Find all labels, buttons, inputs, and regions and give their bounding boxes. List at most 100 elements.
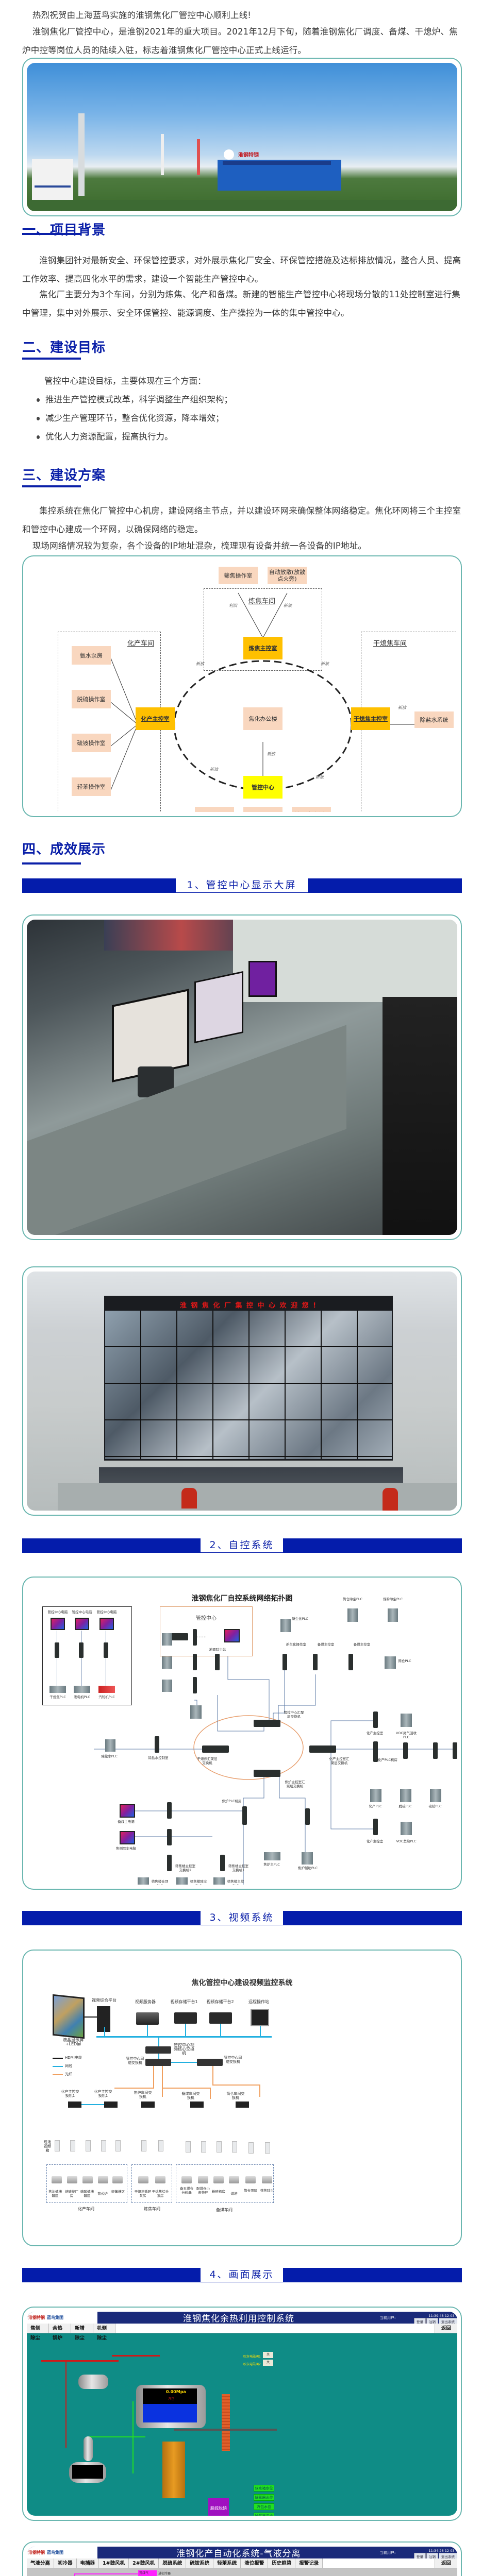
logo-bluebird: 蓝鸟集团 <box>47 2315 63 2320</box>
node-ammonia-pump: 氨水泵房 <box>72 646 111 665</box>
intro-greeting: 热烈祝贺由上海蓝鸟实施的淮钢焦化厂管控中心顺利上线! <box>32 10 252 20</box>
intro-paragraph: 淮钢焦化厂管控中心，是淮钢2021年的重大项目。2021年12月下旬，随着淮钢焦… <box>22 27 458 55</box>
topology-diagram-frame: 淮钢焦化厂自控系统网络拓扑图 管控中心电脑 管控中心电脑 管控中心电脑 干熄焦P… <box>22 1577 462 1890</box>
goal-item: 推进生产管控模式改革，科学调整生产组织架构； <box>36 391 462 409</box>
hmi-tab[interactable]: 机侧除尘 <box>93 2324 115 2341</box>
video-title: 焦化管控中心建设视频监控系统 <box>191 1979 293 1987</box>
factory-panorama-photo: 淮钢特钢 <box>27 63 457 211</box>
hmi-tab[interactable]: 余热锅炉 <box>49 2324 71 2341</box>
section-3-underline <box>22 485 81 487</box>
hmi-gas-liquid-screen: 淮钢特钢 蓝鸟集团 淮钢化产自动化系统-气液分离 当前用户: 11:34:26 … <box>27 2547 457 2576</box>
legend-fiber: 光纤 <box>65 2072 72 2076</box>
hmi-tab[interactable]: 焦侧除尘 <box>27 2324 49 2341</box>
logo-huaigang: 淮钢特钢 <box>28 2315 45 2320</box>
hmi-auth-buttons: 登录 注销 退出系统 <box>414 2318 457 2325</box>
banner-label: 2、自控系统 <box>201 1538 283 1552</box>
hmi-tab[interactable]: 报警记录 <box>295 2558 323 2568</box>
banner-screen-display: 4、画面展示 <box>22 2268 462 2282</box>
section-4-title: 四、成效展示 <box>22 842 106 857</box>
hmi-tab[interactable]: 轻苯系统 <box>213 2558 241 2568</box>
hmi-tab[interactable]: 脱硫系统 <box>159 2558 187 2568</box>
banner-label: 4、画面展示 <box>201 2268 283 2282</box>
hmi-user-label: 当前用户: <box>380 2550 396 2555</box>
status-drum-level[interactable]: 汽包水位 <box>254 2503 274 2510</box>
status-deaerator-level[interactable]: 除氧器水位 <box>254 2494 274 2501</box>
hmi-process-diagram: 0.00Mpa 汽包 脱硫脱硝 吹灰电磁阀1 吹灰电磁阀2 关 关 软水箱水位 … <box>27 2333 457 2516</box>
section-1-paragraph-1: 淮钢集团针对最新安全、环保管控要求，对外展示焦化厂安全、环保管控措施及达标排放情… <box>22 256 461 284</box>
topology-diagram: 淮钢焦化厂自控系统网络拓扑图 管控中心电脑 管控中心电脑 管控中心电脑 干熄焦P… <box>27 1582 457 1885</box>
ring-network-diagram: 炼焦车间 化产车间 干熄焦车间 筛焦操作室 自动放散(放散点火旁) 炼焦主控室 … <box>27 561 457 812</box>
ring-network-diagram-frame: 炼焦车间 化产车间 干熄焦车间 筛焦操作室 自动放散(放散点火旁) 炼焦主控室 … <box>22 555 462 817</box>
hmi-waste-heat-screen: 淮钢特钢 蓝鸟集团 淮钢焦化余热利用控制系统 当前用户: 11:39:48 12… <box>27 2312 457 2516</box>
hmi-tab[interactable]: 2#鼓风机 <box>129 2558 159 2568</box>
node-screen-room: 筛焦操作室 <box>219 567 258 584</box>
banner-video-system: 3、视频系统 <box>22 1911 462 1925</box>
hmi-tab[interactable]: 1#鼓风机 <box>99 2558 129 2568</box>
banner-label: 1、管控中心显示大屏 <box>176 878 308 892</box>
section-1-paragraph-2: 焦化厂主要分为3个车间，分别为炼焦、化产和备煤。新建的智能生产管控中心将现场分散… <box>22 290 460 318</box>
hmi-tab[interactable]: 历史趋势 <box>268 2558 296 2568</box>
factory-sign: 淮钢特钢 <box>238 152 259 158</box>
section-3-paragraph-2: 现场网络情况较为复杂，各个设备的IP地址混杂，梳理现有设备并统一各设备的IP地址… <box>32 541 367 551</box>
node-benzene: 轻苯操作室 <box>72 777 111 796</box>
link-label: 新放 <box>315 775 324 779</box>
status-deaerator-temp[interactable]: 除氧器温度 <box>254 2513 274 2516</box>
hmi-process-diagram: 荒煤气 气液分离器 荒煤气 进初冷器 检修信号 气体探测器 循环氨水泵A 循环氨… <box>27 2568 457 2576</box>
node-desulf: 脱硫操作室 <box>72 690 111 708</box>
banner-label: 3、视频系统 <box>201 1911 283 1925</box>
hmi-auth-buttons: 登录 注销 退出系统 <box>414 2553 457 2560</box>
section-2-underline <box>22 358 81 360</box>
node-auto-release: 自动放散(放散点火旁) <box>268 567 307 584</box>
group-label-cdq: 干熄焦车间 <box>373 640 407 648</box>
link-label: 新放 <box>196 662 204 666</box>
hmi-tab[interactable]: 新增除尘 <box>71 2324 93 2341</box>
section-4-underline <box>22 862 81 865</box>
topology-left-panel <box>42 1606 132 1705</box>
section-2-title: 二、建设目标 <box>22 340 106 355</box>
logout-button[interactable]: 注销 <box>426 2553 438 2560</box>
node-ground-dust: 地面站除尘操作室 <box>292 807 331 812</box>
section-3-paragraph-1: 集控系统在焦化厂管控中心机房，建设网络主节点，并以建设环网来确保整体网络稳定。焦… <box>22 506 461 534</box>
goals-lead: 管控中心建设目标，主要体现在三个方面： <box>44 376 206 386</box>
node-coal-prep: 备煤操作室 <box>195 807 234 812</box>
status-soft-water[interactable]: 软水箱水位 <box>254 2485 274 2492</box>
hmi-nav: 焦侧除尘 余热锅炉 新增除尘 机侧除尘 返回 <box>27 2324 457 2341</box>
login-button[interactable]: 登录 <box>414 2553 426 2560</box>
hmi-title: 淮钢化产自动化系统-气液分离 <box>176 2549 301 2559</box>
logo-bluebird: 蓝鸟集团 <box>47 2550 63 2555</box>
node-cdq-main: 干熄焦主控室 <box>351 707 390 730</box>
hmi-tab[interactable]: 初冷器 <box>54 2558 77 2568</box>
goals-block: 管控中心建设目标，主要体现在三个方面： 推进生产管控模式改革，科学调整生产组织架… <box>22 372 462 446</box>
goal-item: 优化人力资源配置，提高执行力。 <box>36 428 462 446</box>
control-desk-photo-frame <box>22 914 462 1240</box>
hmi-tab[interactable]: 液位报警 <box>241 2558 269 2568</box>
legend-hdmi: HDMI电缆 <box>65 2056 82 2060</box>
hmi-tab[interactable]: 硫铵系统 <box>186 2558 214 2568</box>
node-coking-main: 炼焦主控室 <box>243 637 282 659</box>
hmi-header: 淮钢特钢 蓝鸟集团 淮钢化产自动化系统-气液分离 当前用户: 11:34:26 … <box>27 2547 457 2560</box>
banner-display-wall: 1、管控中心显示大屏 <box>22 878 462 893</box>
control-desk-photo <box>27 920 457 1235</box>
link-label: 新放 <box>398 705 406 710</box>
link-label: 新放 <box>321 662 329 666</box>
hmi-logos: 淮钢特钢 蓝鸟集团 <box>27 2312 97 2324</box>
node-control-center: 管控中心 <box>243 776 282 799</box>
link-label: 利旧 <box>229 603 237 608</box>
hmi-tab[interactable]: 气液分离 <box>27 2558 55 2568</box>
display-wall-photo: 淮 钢 焦 化 厂 集 控 中 心 欢 迎 您 ! <box>27 1272 457 1511</box>
section-3-title: 三、建设方案 <box>22 468 106 483</box>
node-chem-main: 化产主控室 <box>136 707 175 730</box>
group-label-chem: 化产车间 <box>127 640 155 648</box>
hmi-gas-liquid-frame: 淮钢特钢 蓝鸟集团 淮钢化产自动化系统-气液分离 当前用户: 11:34:26 … <box>22 2541 462 2576</box>
hmi-title: 淮钢焦化余热利用控制系统 <box>183 2314 294 2324</box>
hmi-user-label: 当前用户: <box>380 2315 396 2320</box>
node-office: 焦化办公楼 <box>243 707 282 730</box>
hmi-back-button[interactable]: 返回 <box>434 2558 457 2568</box>
hmi-back-button[interactable]: 返回 <box>434 2324 457 2333</box>
login-button[interactable]: 登录 <box>414 2318 426 2325</box>
link-label: 新放 <box>267 752 275 756</box>
video-system-diagram-frame: 焦化管控中心建设视频监控系统 液晶显示屏+LED屏 视频综合平台 视频服务器 视… <box>22 1950 462 2246</box>
hmi-tab[interactable]: 电捕器 <box>76 2558 99 2568</box>
link-label: 新放 <box>284 603 292 608</box>
hmi-logos: 淮钢特钢 蓝鸟集团 <box>27 2547 97 2558</box>
